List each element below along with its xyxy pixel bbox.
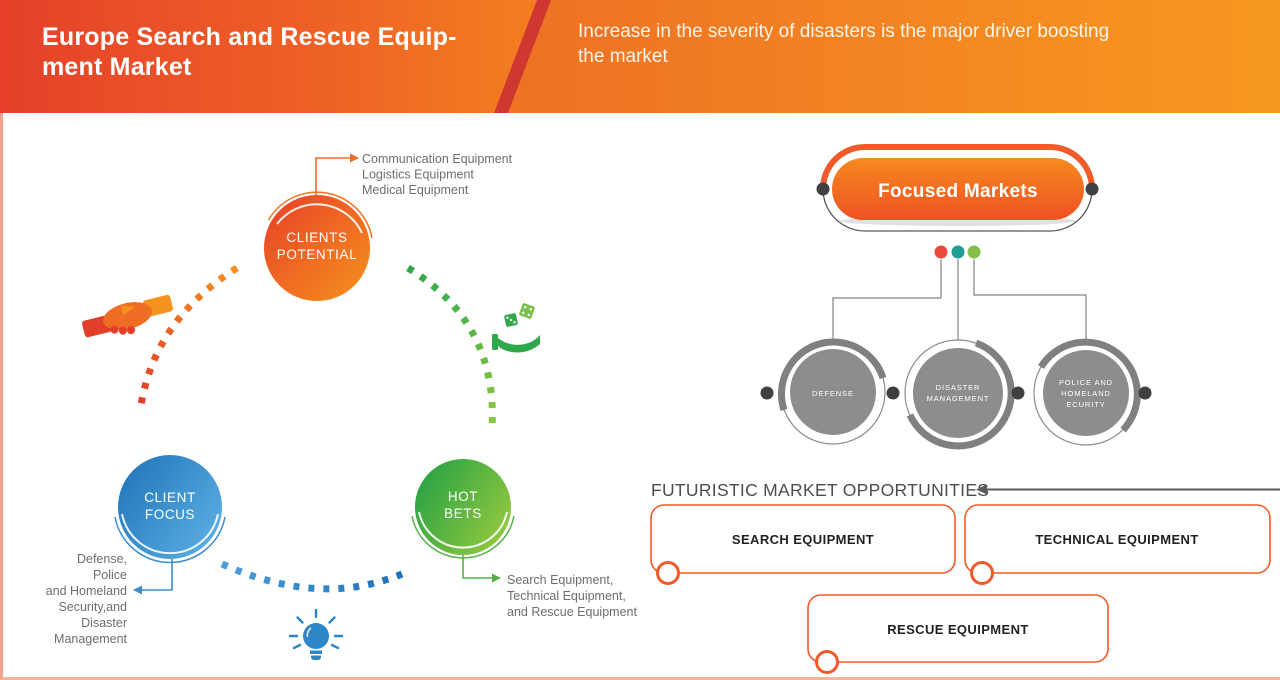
opportunities-arrowhead <box>976 484 987 495</box>
hot-bets-label-line1: HOT <box>448 489 478 504</box>
annotation-line: Police <box>93 568 127 582</box>
header-right-panel <box>506 0 1280 113</box>
hand-with-dice-icon <box>492 303 540 353</box>
client-focus-connector <box>142 559 173 591</box>
lightbulb-icon <box>288 608 344 660</box>
opportunity-technical-label: TECHNICAL EQUIPMENT <box>1035 532 1198 547</box>
capsule-ring-top <box>820 144 1095 190</box>
green-dot <box>966 244 982 260</box>
dotted-arc-orange <box>136 265 239 413</box>
page-title-line1: Europe Search and Rescue Equip- <box>42 23 457 51</box>
client-focus-outer-arc <box>114 516 226 564</box>
defense-label: DEFENSE <box>812 389 854 398</box>
clients-potential-node: CLIENTS POTENTIAL Communication Equipmen… <box>264 152 513 301</box>
page-title-line2: ment Market <box>42 53 192 81</box>
header-subtitle-line1: Increase in the severity of disasters is… <box>578 21 1110 42</box>
handshake-icon <box>82 294 173 338</box>
header-subtitle-line2: the market <box>578 46 668 67</box>
police-label-line1: POLICE AND <box>1059 378 1113 387</box>
opportunity-box-technical: TECHNICAL EQUIPMENT <box>964 504 1271 585</box>
capsule-ring-bottom <box>822 188 1093 232</box>
annotation-line: Management <box>54 632 127 646</box>
page-title: Europe Search and Rescue Equip- ment Mar… <box>42 22 457 82</box>
opportunity-rescue-label: RESCUE EQUIPMENT <box>887 622 1028 637</box>
clients-potential-label-line2: POTENTIAL <box>277 247 357 262</box>
segment-police-homeland: POLICE AND HOMELAND ECURITY <box>1033 338 1141 446</box>
cycle-dotted-arcs <box>136 265 496 593</box>
client-focus-annotation: Defense, Police and Homeland Security,an… <box>46 552 128 646</box>
capsule-left-dot <box>816 182 830 196</box>
clients-potential-annotation: Communication Equipment Logistics Equipm… <box>362 152 513 197</box>
opportunity-search-node-dot <box>656 561 680 585</box>
dotted-arc-blue <box>220 560 404 593</box>
annotation-line: Technical Equipment, <box>507 589 626 603</box>
hot-bets-circle <box>415 459 511 555</box>
annotation-line: and Rescue Equipment <box>507 605 637 619</box>
teal-dot <box>950 244 966 260</box>
client-focus-label-line2: FOCUS <box>145 507 195 522</box>
opportunity-box-search: SEARCH EQUIPMENT <box>650 504 956 585</box>
capsule-right-dot <box>1085 182 1099 196</box>
opportunity-rescue-node-dot <box>815 650 839 674</box>
hot-bets-connector <box>462 555 492 579</box>
clients-potential-connector <box>315 157 350 195</box>
hot-bets-arrowhead <box>492 573 501 583</box>
segment-defense: DEFENSE <box>777 338 887 445</box>
focused-markets-group: Focused Markets <box>816 144 1099 232</box>
client-focus-arrowhead <box>133 585 142 595</box>
hot-bets-annotation: Search Equipment, Technical Equipment, a… <box>507 573 637 619</box>
client-focus-node: CLIENT FOCUS Defense, Police and Homelan… <box>46 455 226 646</box>
segment-disaster-management: DISASTER MANAGEMENT <box>904 339 1015 450</box>
annotation-line: Defense, <box>77 552 127 566</box>
clients-potential-outer-arc <box>267 191 373 239</box>
opportunity-technical-node-dot <box>970 561 994 585</box>
opportunity-box-rescue: RESCUE EQUIPMENT <box>807 594 1109 674</box>
disaster-label-line2: MANAGEMENT <box>927 394 990 403</box>
hot-bets-label-line2: BETS <box>444 506 482 521</box>
disaster-label-line1: DISASTER <box>936 383 981 392</box>
police-label-line3: ECURITY <box>1066 400 1105 409</box>
annotation-line: and Homeland <box>46 584 127 598</box>
hot-bets-node: HOT BETS Search Equipment, Technical Equ… <box>411 459 637 619</box>
clients-potential-label-line1: CLIENTS <box>286 230 347 245</box>
focused-markets-diagram: Focused Markets DEFENSE DISASTER MANAGEM… <box>650 144 1280 674</box>
opportunities-heading: FUTURISTIC MARKET OPPORTUNITIES <box>651 480 989 500</box>
annotation-line: Communication Equipment <box>362 152 513 166</box>
clients-potential-circle <box>264 195 370 301</box>
segment-connectors <box>832 259 1087 340</box>
annotation-line: Search Equipment, <box>507 573 613 587</box>
client-focus-circle <box>118 455 222 559</box>
header-subtitle: Increase in the severity of disasters is… <box>578 19 1109 69</box>
dotted-arc-green <box>406 265 496 429</box>
annotation-line: Security,and <box>58 600 127 614</box>
annotation-line: Logistics Equipment <box>362 168 474 182</box>
segment-side-dots <box>760 386 1152 400</box>
clients-potential-arrowhead <box>350 153 359 163</box>
focused-markets-title: Focused Markets <box>878 181 1038 202</box>
cycle-diagram: CLIENTS POTENTIAL Communication Equipmen… <box>46 152 637 660</box>
annotation-line: Disaster <box>81 616 127 630</box>
police-label-line2: HOMELAND <box>1061 389 1111 398</box>
header-banner: Europe Search and Rescue Equip- ment Mar… <box>0 0 1280 113</box>
focused-markets-pill <box>832 158 1084 220</box>
red-dot <box>933 244 949 260</box>
opportunity-search-label: SEARCH EQUIPMENT <box>732 532 874 547</box>
client-focus-label-line1: CLIENT <box>144 490 196 505</box>
annotation-line: Medical Equipment <box>362 183 469 197</box>
